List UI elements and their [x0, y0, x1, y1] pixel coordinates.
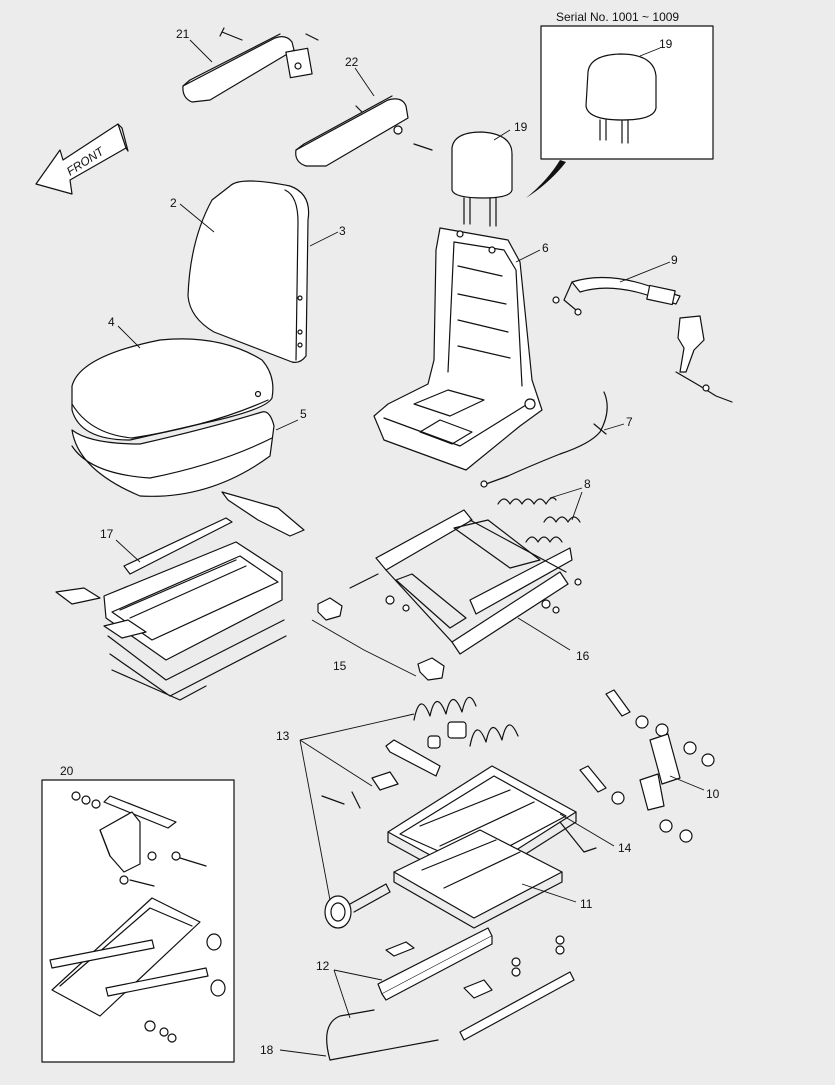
adjustment-knob [324, 883, 391, 929]
callout-13: 13 [276, 729, 290, 743]
callout-8: 8 [584, 477, 591, 491]
callout-6: 6 [542, 241, 549, 255]
inset-20: 20 [41, 764, 235, 1063]
callout-3: 3 [339, 224, 346, 238]
callout-4: 4 [108, 315, 115, 329]
callout-17: 17 [100, 527, 114, 541]
seat-belt-9: 9 [552, 253, 733, 403]
callout-15: 15 [333, 659, 347, 673]
seat-cushion-4: 4 [71, 315, 274, 441]
callout-18: 18 [260, 1043, 274, 1057]
callout-19b: 19 [659, 37, 673, 51]
armrest-left-21: 21 [176, 27, 319, 103]
callout-22: 22 [345, 55, 359, 69]
shock-absorber-10: 10 [579, 689, 720, 843]
suspension-springs-13: 13 [276, 696, 519, 901]
serial-number-inset: Serial No. 1001 ~ 1009 19 [540, 10, 714, 160]
callout-5: 5 [300, 407, 307, 421]
backrest-cushion-2-3: 2 3 [170, 180, 346, 363]
scissor-base-11: 11 [393, 829, 593, 929]
front-direction-arrow: FRONT [35, 123, 129, 195]
callout-10: 10 [706, 787, 720, 801]
stops-15: 15 [311, 597, 445, 681]
release-cable-7: 7 [480, 391, 633, 488]
serial-number-text: Serial No. 1001 ~ 1009 [556, 10, 679, 24]
springs-8: 8 [497, 477, 591, 543]
armrest-right-22: 22 [295, 55, 433, 167]
callout-21: 21 [176, 27, 190, 41]
inset-pointer-arrow [526, 160, 566, 198]
suspension-bellows-17: 17 [55, 491, 305, 701]
callout-19a: 19 [514, 120, 528, 134]
callout-7: 7 [626, 415, 633, 429]
callout-9: 9 [671, 253, 678, 267]
callout-20: 20 [60, 764, 74, 778]
callout-11: 11 [580, 897, 593, 911]
callout-12: 12 [316, 959, 330, 973]
seat-base-5: 5 [71, 407, 307, 497]
slide-rails-12: 12 [316, 927, 575, 1041]
slide-rail-assembly-16: 16 [349, 509, 590, 663]
release-handle-18: 18 [260, 1009, 439, 1061]
callout-16: 16 [576, 649, 590, 663]
headrest-19: 19 [451, 120, 528, 227]
seat-frame-6: 6 [373, 227, 549, 471]
callout-2: 2 [170, 196, 177, 210]
callout-14: 14 [618, 841, 632, 855]
